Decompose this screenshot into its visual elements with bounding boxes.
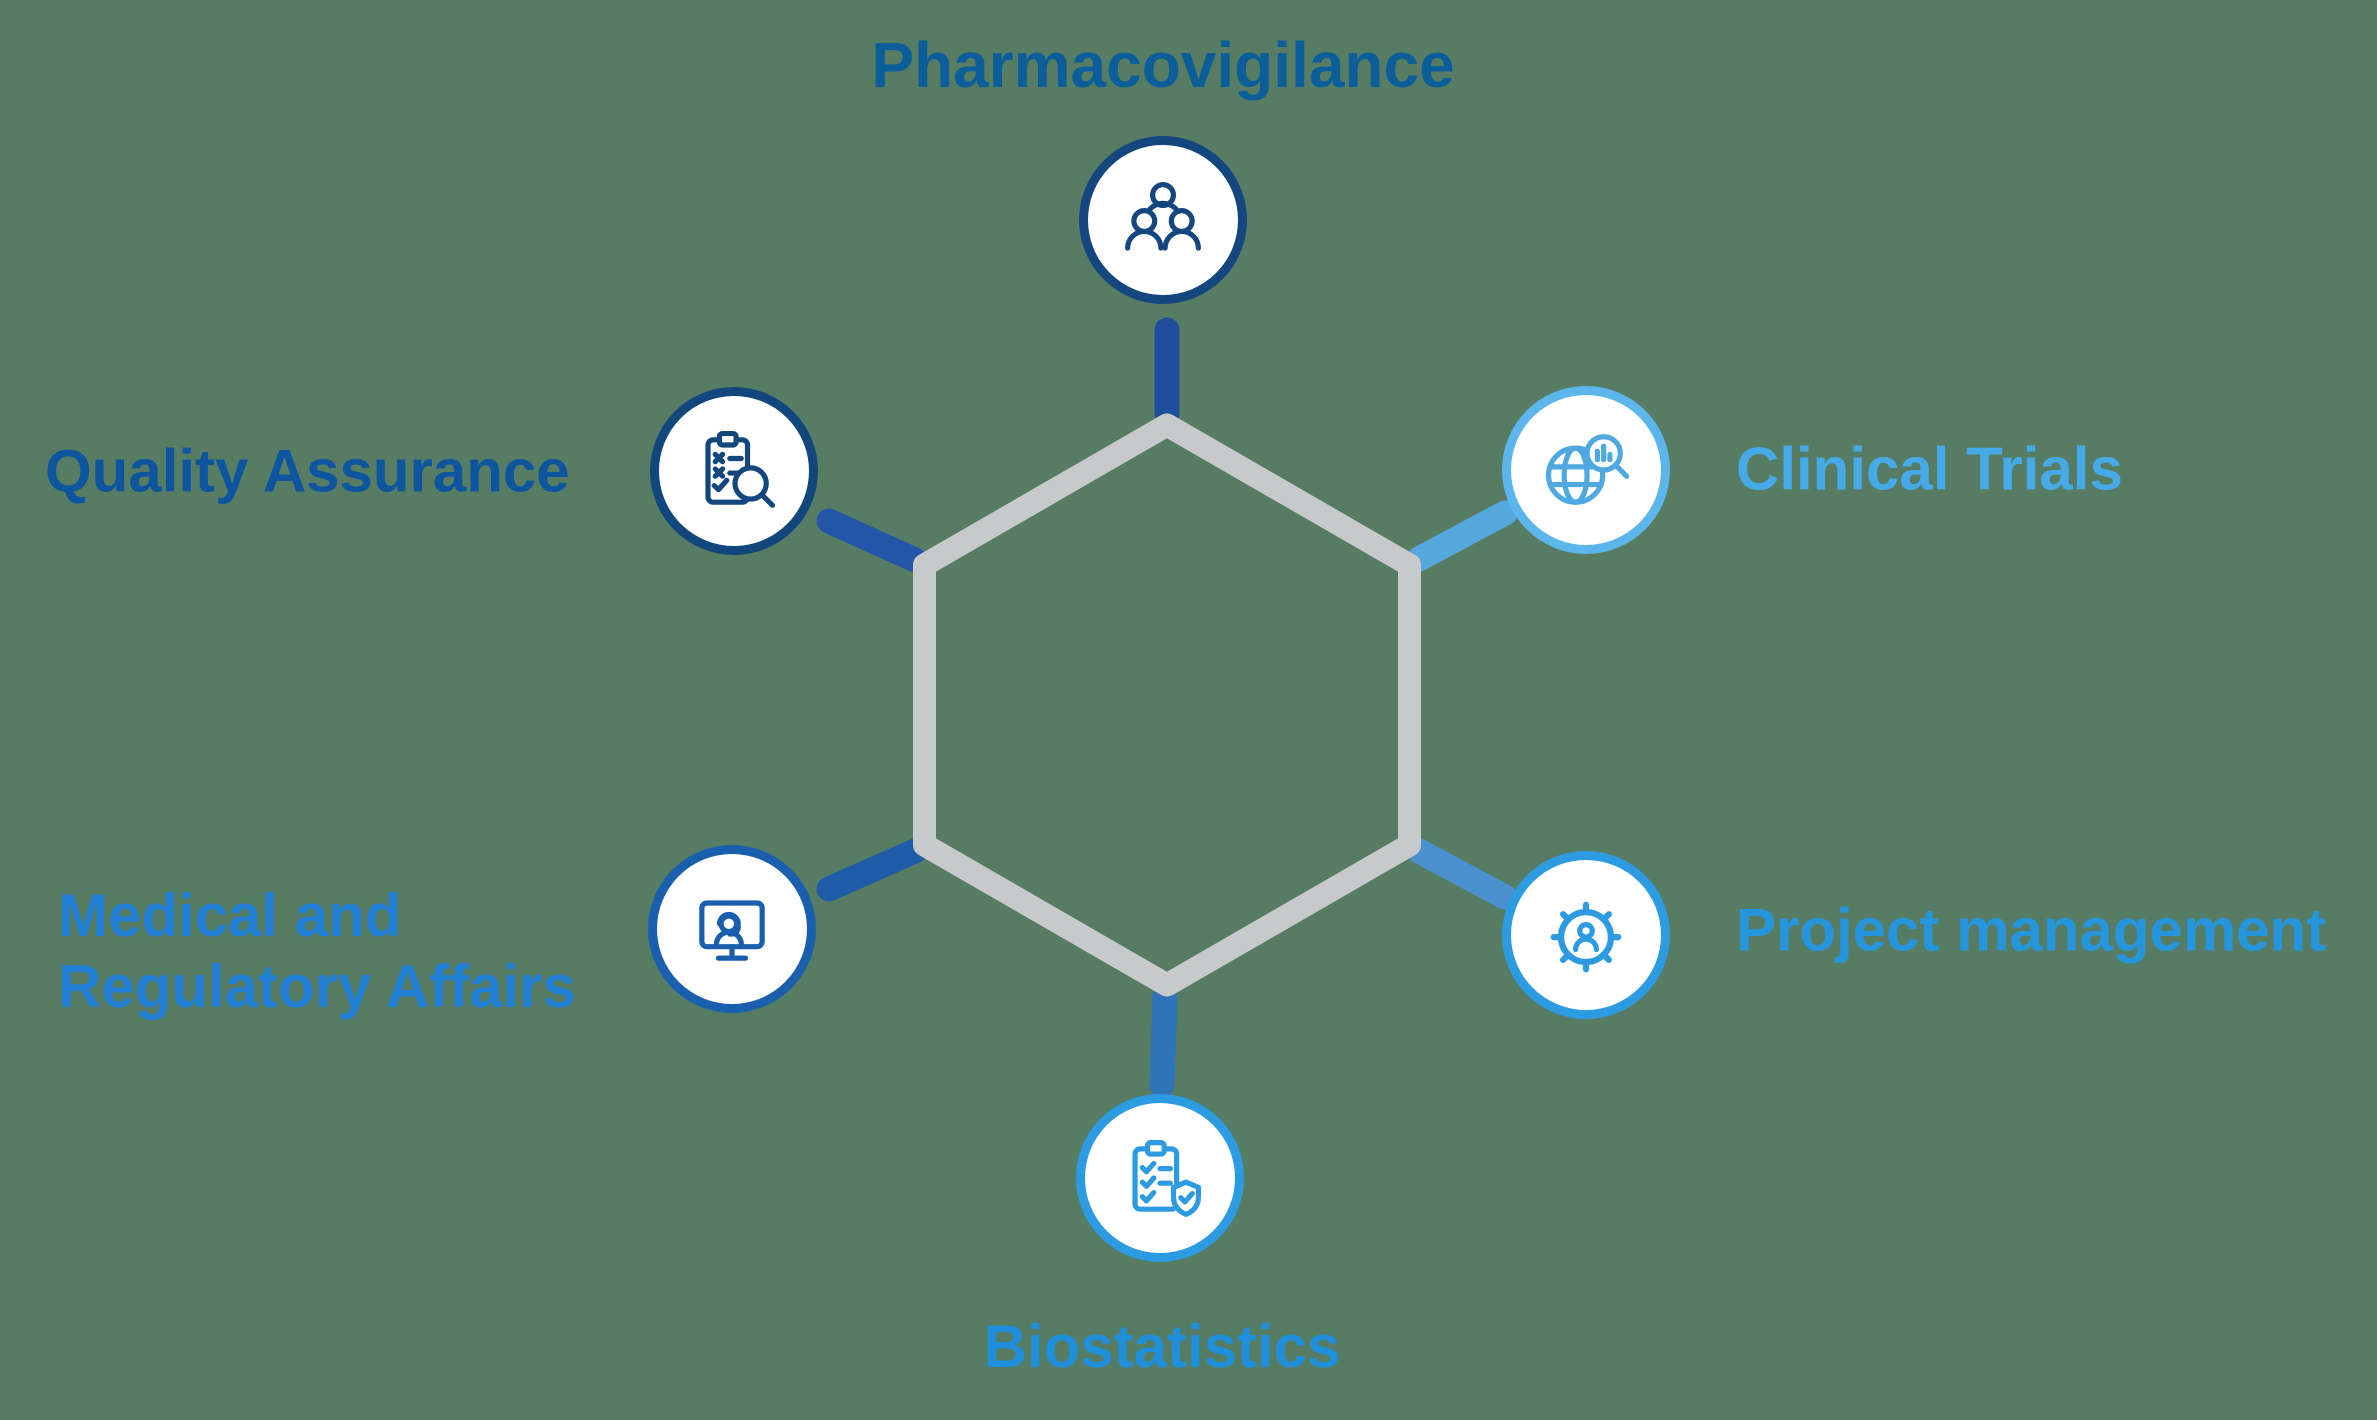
people-group-icon	[1125, 182, 1201, 251]
monitor-person-icon	[699, 900, 765, 961]
label-quality-assurance: Quality Assurance	[45, 437, 570, 505]
spoke-clinical-trials	[1406, 500, 1518, 572]
spoke-biostatistics	[1149, 983, 1178, 1098]
spoke-medical-regulatory-affairs	[816, 838, 928, 902]
node-biostatistics	[1076, 1094, 1244, 1262]
node-pharmacovigilance	[1079, 136, 1247, 304]
node-clinical-trials	[1502, 386, 1670, 554]
label-clinical-trials: Clinical Trials	[1736, 435, 2123, 503]
node-medical-regulatory-affairs	[648, 845, 816, 1013]
clipboard-shield-icon	[1132, 1140, 1202, 1217]
label-pharmacovigilance: Pharmacovigilance	[871, 29, 1455, 101]
hexagon-outline	[913, 413, 1421, 997]
node-quality-assurance	[650, 387, 818, 555]
clipboard-search-icon	[705, 430, 776, 508]
label-project-management: Project management	[1736, 896, 2327, 964]
spoke-project-management	[1406, 838, 1518, 910]
globe-search-icon	[1545, 434, 1630, 505]
gear-person-icon	[1550, 901, 1622, 973]
label-biostatistics: Biostatistics	[983, 1313, 1341, 1380]
node-project-management	[1502, 851, 1670, 1019]
label-medical-regulatory-affairs: Medical and Regulatory Affairs	[58, 882, 576, 1020]
spoke-quality-assurance	[816, 508, 928, 573]
